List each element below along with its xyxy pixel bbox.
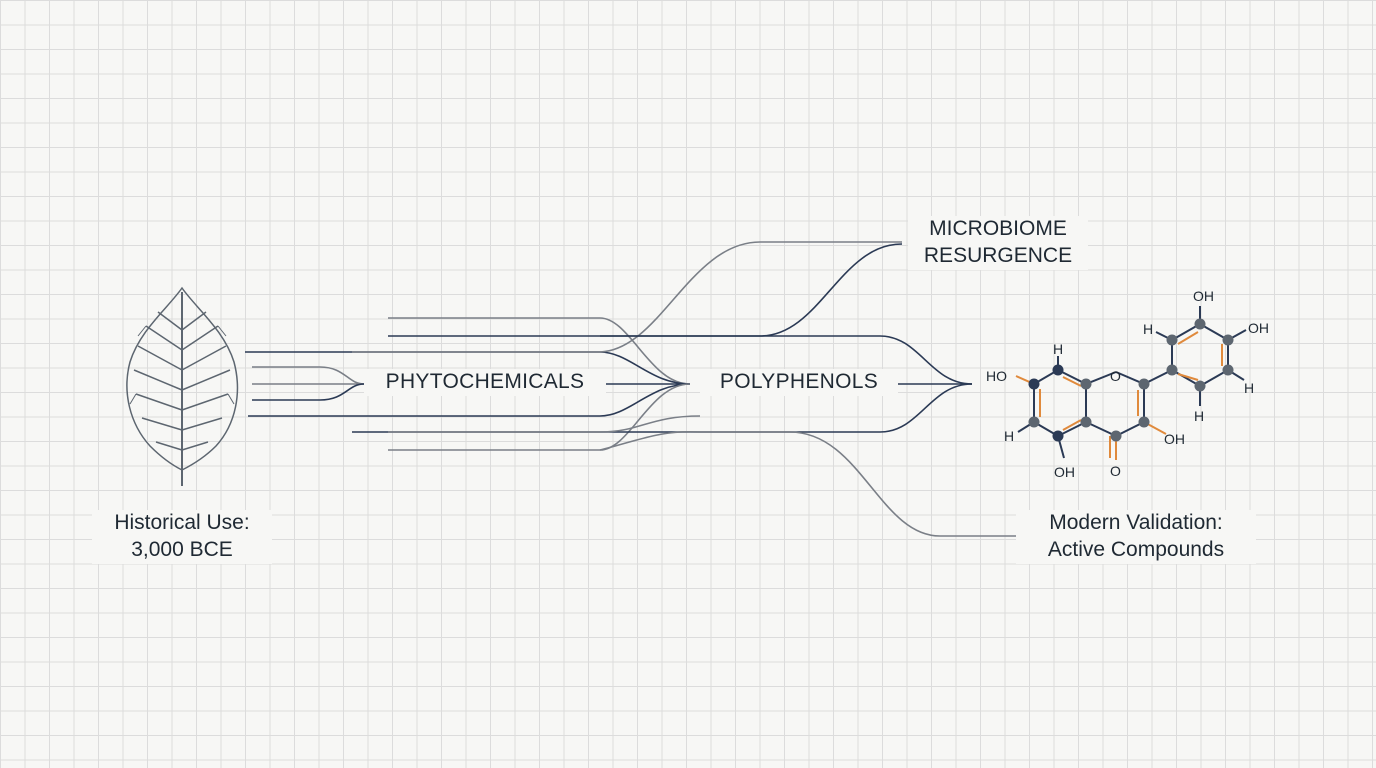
atom-h-ring-top: H <box>1143 321 1153 337</box>
atom-oh-top: OH <box>1193 288 1214 304</box>
flow-line <box>352 241 902 353</box>
flow-line <box>388 243 903 337</box>
flow-line <box>352 383 691 417</box>
atom-o-carbonyl: O <box>1110 463 1121 479</box>
flow-line <box>599 430 1016 537</box>
flow-line <box>388 415 701 433</box>
flow-line <box>352 383 973 433</box>
phytochemicals-label: PHYTOCHEMICALS <box>364 369 606 396</box>
microbiome-line2: RESURGENCE <box>923 243 1073 267</box>
modern-validation-line2: Active Compounds <box>1047 537 1225 561</box>
historical-use-line1: Historical Use: <box>114 511 250 534</box>
polyphenols-label: POLYPHENOLS <box>700 369 898 396</box>
modern-validation-line1: Modern Validation: <box>1049 511 1223 534</box>
flow-line <box>600 335 973 385</box>
atom-h-ring-right: H <box>1244 380 1254 396</box>
atom-h-ring-bottom: H <box>1194 408 1204 424</box>
atom-ho-left: HO <box>986 368 1007 384</box>
atom-o-ring: O <box>1110 368 1121 384</box>
flow-line <box>388 317 691 385</box>
atom-h-left: H <box>1004 428 1014 444</box>
molecule-structure: HO H O H OH O OH OH H OH H H <box>986 288 1269 480</box>
microbiome-line1: MICROBIOME <box>929 217 1067 240</box>
atom-oh-bottom: OH <box>1054 464 1075 480</box>
flow-line <box>252 383 365 401</box>
historical-use-line2: 3,000 BCE <box>131 537 233 561</box>
atom-oh-mid: OH <box>1164 431 1185 447</box>
modern-validation-label: Modern Validation: Active Compounds <box>1016 510 1256 564</box>
microbiome-resurgence-label: MICROBIOME RESURGENCE <box>908 216 1088 270</box>
atom-h-top: H <box>1053 341 1063 357</box>
leaf-icon <box>126 286 239 486</box>
flow-lines <box>245 241 1016 537</box>
atom-oh-right: OH <box>1248 320 1269 336</box>
flow-line <box>252 366 365 385</box>
historical-use-label: Historical Use: 3,000 BCE <box>92 510 272 564</box>
